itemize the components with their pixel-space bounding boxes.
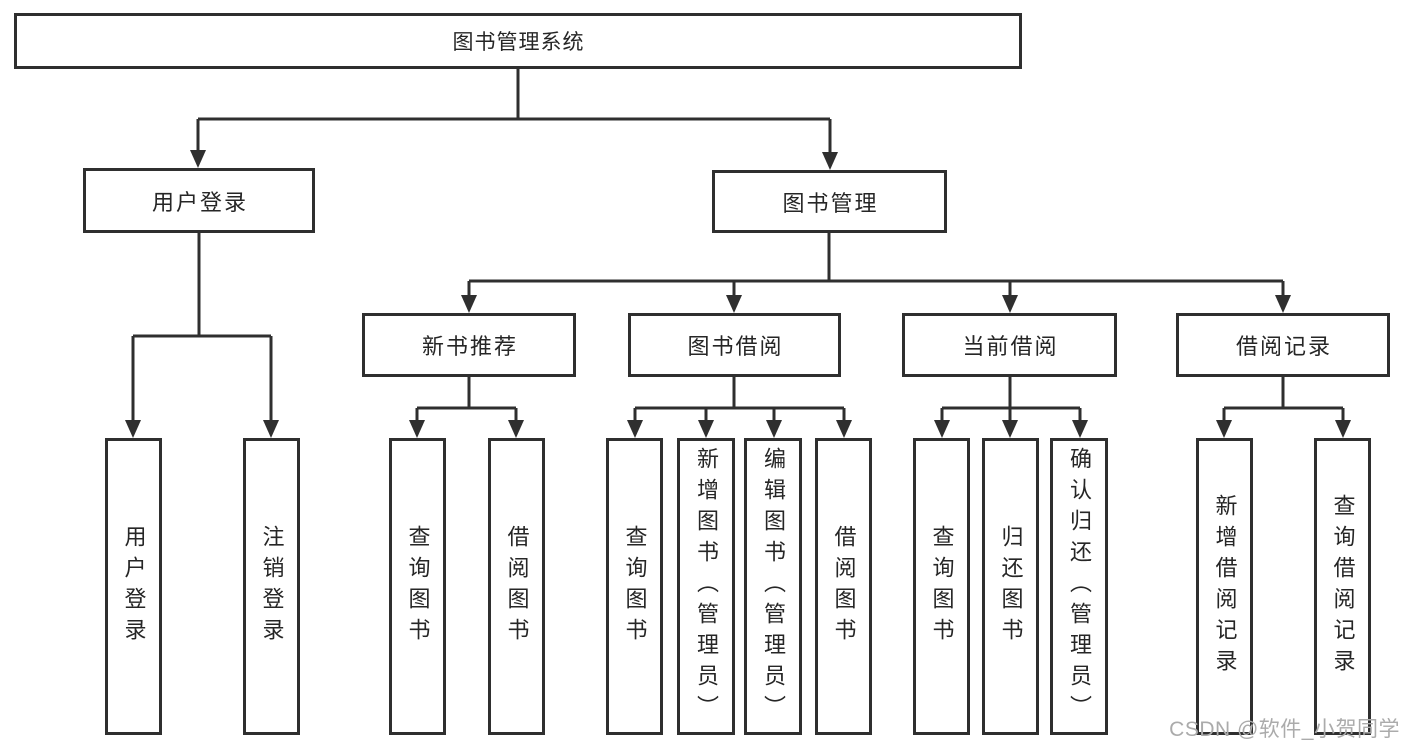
node-library-management-system: 图书管理系统 <box>14 13 1022 69</box>
arrowhead-icon <box>409 420 425 438</box>
node-return-books: 归还图书 <box>982 438 1039 735</box>
node-label: 当前借阅 <box>962 334 1059 359</box>
node-label: 查询图书 <box>405 524 431 649</box>
arrowhead-icon <box>1335 420 1351 438</box>
arrowhead-icon <box>1002 295 1018 313</box>
node-label: 图书管理系统 <box>452 31 585 54</box>
arrowhead-icon <box>1072 420 1088 438</box>
arrowhead-icon <box>1275 295 1291 313</box>
node-book-management: 图书管理 <box>712 170 947 233</box>
arrowhead-icon <box>263 420 279 438</box>
node-query-books-current: 查询图书 <box>913 438 970 735</box>
node-label: 新增借阅记录 <box>1212 493 1238 680</box>
node-label: 查询借阅记录 <box>1330 493 1356 680</box>
arrowhead-icon <box>125 420 141 438</box>
node-query-borrowing-record: 查询借阅记录 <box>1314 438 1371 735</box>
arrowhead-icon <box>508 420 524 438</box>
node-new-book-recommendation: 新书推荐 <box>362 313 576 377</box>
node-label: 借阅图书 <box>831 524 857 649</box>
arrowhead-icon <box>822 152 838 170</box>
node-logout: 注销登录 <box>243 438 300 735</box>
arrowhead-icon <box>766 420 782 438</box>
node-book-borrowing: 图书借阅 <box>628 313 841 377</box>
node-label: 借阅记录 <box>1235 334 1332 359</box>
node-label: 确认归还（管理员） <box>1067 447 1092 726</box>
arrowhead-icon <box>1216 420 1232 438</box>
node-label: 图书管理 <box>782 190 879 216</box>
arrowhead-icon <box>836 420 852 438</box>
node-label: 编辑图书（管理员） <box>761 447 786 726</box>
arrowhead-icon <box>627 420 643 438</box>
watermark: CSDN @软件_小贺同学 <box>1169 718 1400 741</box>
node-label: 用户登录 <box>121 524 147 649</box>
node-query-books-borrowing: 查询图书 <box>606 438 663 735</box>
node-label: 新增图书（管理员） <box>694 447 719 726</box>
node-add-books-admin: 新增图书（管理员） <box>677 438 735 735</box>
node-user-login: 用户登录 <box>105 438 162 735</box>
node-borrowing-records: 借阅记录 <box>1176 313 1390 377</box>
node-edit-books-admin: 编辑图书（管理员） <box>744 438 802 735</box>
node-label: 查询图书 <box>622 524 648 649</box>
node-user-login-branch: 用户登录 <box>83 168 315 233</box>
node-label: 新书推荐 <box>421 334 518 359</box>
node-label: 注销登录 <box>259 524 285 649</box>
node-label: 用户登录 <box>151 189 248 215</box>
arrowhead-icon <box>461 295 477 313</box>
node-borrow-books-borrowing: 借阅图书 <box>815 438 872 735</box>
node-query-books-recommendation: 查询图书 <box>389 438 446 735</box>
node-confirm-return-admin: 确认归还（管理员） <box>1050 438 1108 735</box>
node-label: 查询图书 <box>929 524 955 649</box>
arrowhead-icon <box>1002 420 1018 438</box>
node-label: 图书借阅 <box>687 334 784 359</box>
arrowhead-icon <box>698 420 714 438</box>
arrowhead-icon <box>190 150 206 168</box>
node-label: 归还图书 <box>998 524 1024 649</box>
arrowhead-icon <box>726 295 742 313</box>
node-add-borrowing-record: 新增借阅记录 <box>1196 438 1253 735</box>
arrowhead-icon <box>934 420 950 438</box>
node-label: 借阅图书 <box>504 524 530 649</box>
node-current-borrowing: 当前借阅 <box>902 313 1117 377</box>
node-borrow-books-recommendation: 借阅图书 <box>488 438 545 735</box>
